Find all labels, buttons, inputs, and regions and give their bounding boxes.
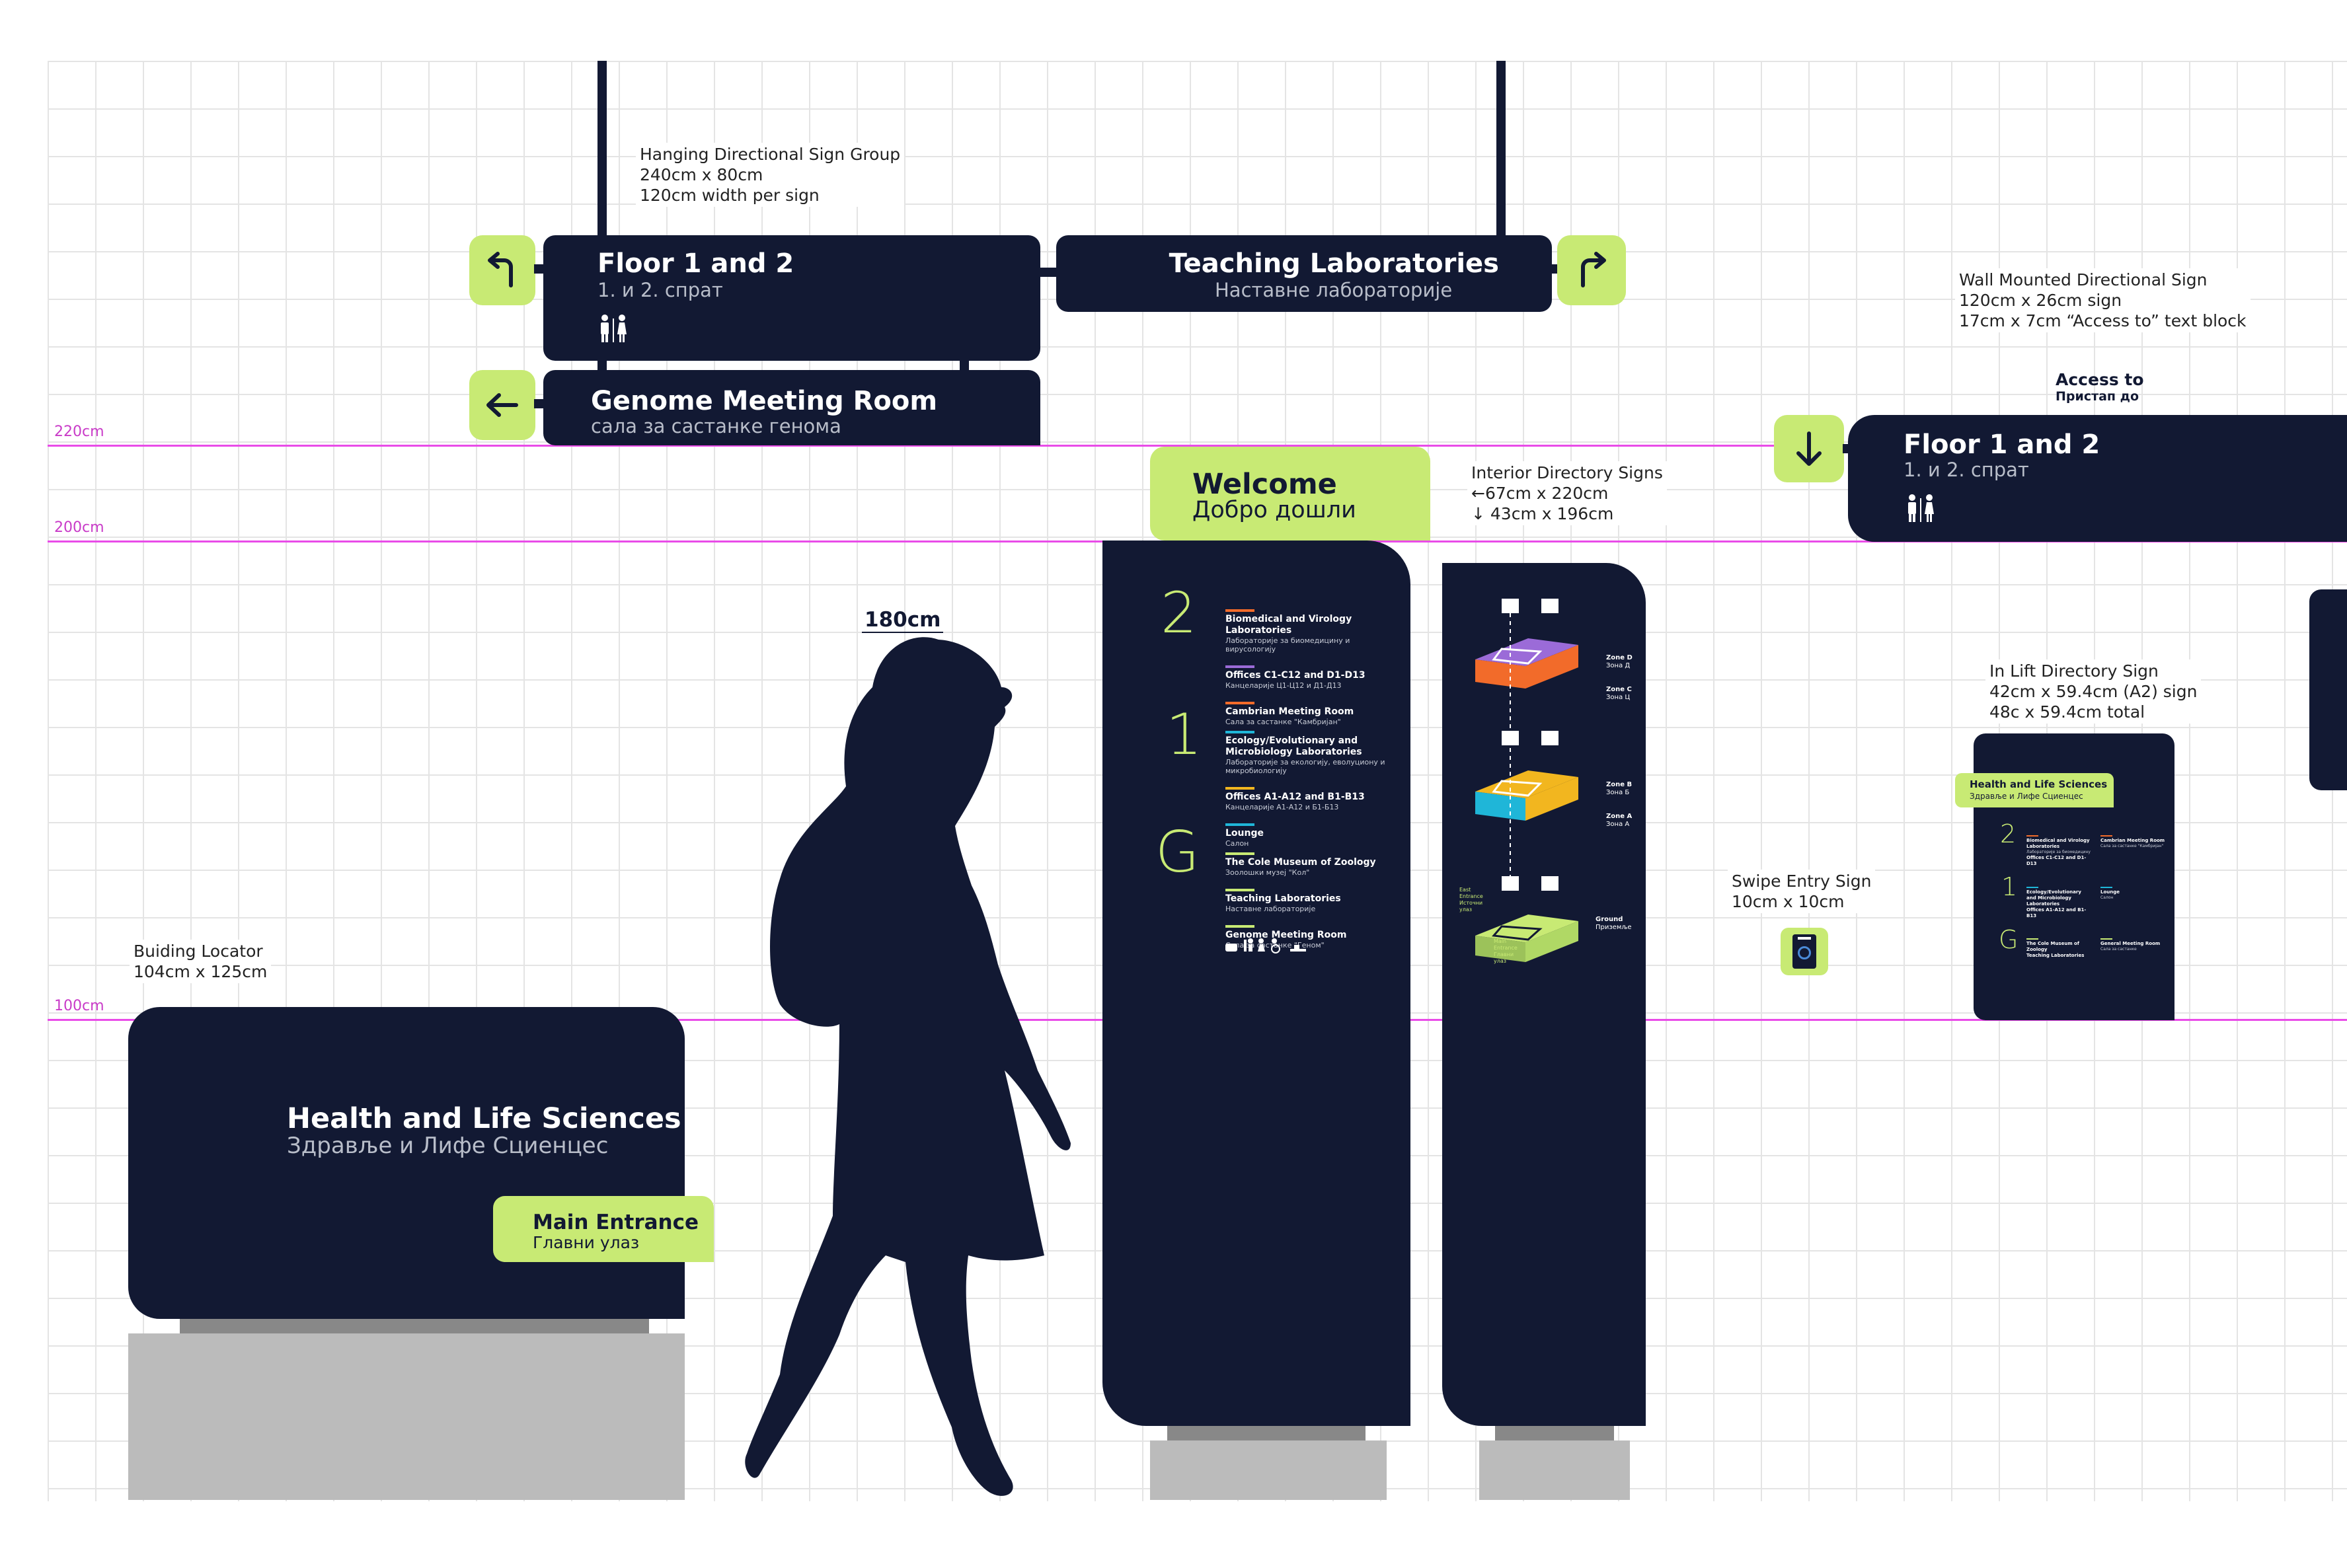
person-height-label: 180cm bbox=[862, 608, 944, 633]
teaching-title: Teaching Laboratories bbox=[1169, 248, 1499, 279]
locator-base-plinth bbox=[180, 1319, 649, 1333]
level-line-220 bbox=[48, 445, 2347, 447]
main-entrance-title: Main Entrance bbox=[533, 1211, 699, 1234]
teaching-laboratories-hanging-sign: Teaching Laboratories Наставне лаборатор… bbox=[1056, 235, 1552, 312]
floor-number-2: 2 bbox=[1161, 580, 1197, 646]
main-entrance-tag: Main Entrance Главни улаз bbox=[493, 1196, 714, 1262]
wall-mounted-directional-sign: Floor 1 and 2 1. и 2. спрат bbox=[1848, 415, 2347, 542]
floor-number-g: G bbox=[1155, 819, 1200, 885]
restroom-icon bbox=[601, 315, 627, 342]
level-label-200: 200cm bbox=[54, 519, 104, 536]
lift-sign-annotation: In Lift Directory Sign 42cm x 59.4cm (A2… bbox=[1985, 659, 2202, 724]
directory-floor-1-list: Ecology/Evolutionary and Microbiology La… bbox=[1225, 731, 1391, 860]
person-silhouette bbox=[745, 637, 1071, 1496]
partial-sign-right-edge bbox=[2309, 589, 2347, 790]
locator-subtitle: Здравље и Лифе Сциенцес bbox=[287, 1133, 609, 1159]
welcome-title: Welcome bbox=[1192, 468, 1337, 501]
level-label-220: 220cm bbox=[54, 424, 104, 440]
access-to-text-block: Access to Пристап до bbox=[2056, 370, 2144, 404]
map-sign-base-block bbox=[1479, 1440, 1630, 1500]
genome-meeting-room-hanging-sign: Genome Meeting Room сала за састанке ген… bbox=[543, 370, 1040, 445]
card-reader-icon bbox=[1792, 934, 1816, 969]
genome-subtitle: сала за састанке генома bbox=[591, 415, 841, 437]
teaching-subtitle: Наставне лабораторије bbox=[1215, 279, 1453, 301]
lift-sign-header-tag: Health and Life Sciences Здравље и Лифе … bbox=[1955, 773, 2114, 807]
welcome-subtitle: Добро дошли bbox=[1192, 497, 1356, 523]
building-locator-sign: Health and Life Sciences Здравље и Лифе … bbox=[128, 1007, 685, 1319]
sign-connector-lower-left bbox=[597, 357, 607, 373]
lift-floor-g: G bbox=[1999, 925, 2019, 954]
floor-1-and-2-hanging-sign: Floor 1 and 2 1. и 2. спрат bbox=[543, 235, 1040, 361]
sign-connector-lower-right bbox=[960, 357, 969, 373]
lift-floor-1: 1 bbox=[2001, 872, 2018, 901]
directory-base-block bbox=[1150, 1440, 1387, 1500]
amenities-icons bbox=[1225, 938, 1306, 953]
hanging-pole-left bbox=[597, 61, 607, 239]
wall-sign-title: Floor 1 and 2 bbox=[1904, 429, 2100, 460]
main-entrance-subtitle: Главни улаз bbox=[533, 1233, 640, 1252]
arrow-tab-connector-lower bbox=[534, 399, 546, 408]
level-label-100: 100cm bbox=[54, 998, 104, 1014]
interior-directory-sign-large: 2 1 G Biomedical and Virology Laboratori… bbox=[1102, 541, 1410, 1426]
interior-directory-annotation: Interior Directory Signs ←67cm x 220cm ↓… bbox=[1467, 461, 1667, 525]
hanging-sign-annotation: Hanging Directional Sign Group 240cm x 8… bbox=[636, 143, 905, 207]
lift-floor-2: 2 bbox=[2000, 819, 2017, 848]
floor-12-subtitle: 1. и 2. спрат bbox=[597, 279, 723, 301]
down-arrow-icon bbox=[1774, 415, 1844, 482]
turn-right-arrow-icon bbox=[1557, 235, 1626, 305]
turn-left-arrow-icon bbox=[469, 235, 535, 305]
left-arrow-icon bbox=[469, 370, 535, 440]
locator-title: Health and Life Sciences bbox=[287, 1102, 681, 1135]
locator-base-block bbox=[128, 1333, 685, 1500]
swipe-entry-sign bbox=[1781, 928, 1828, 975]
hanging-pole-right bbox=[1496, 61, 1506, 239]
restroom-icon bbox=[1908, 494, 1934, 522]
directory-base-plinth bbox=[1167, 1426, 1366, 1440]
building-locator-annotation: Buiding Locator 104cm x 125cm bbox=[130, 940, 272, 983]
arrow-tab-connector bbox=[534, 264, 546, 274]
lift-floor-1-left: Ecology/Evolutionary and Microbiology La… bbox=[2026, 887, 2093, 919]
arrow-tab-connector-right bbox=[1551, 264, 1558, 274]
wall-sign-subtitle: 1. и 2. спрат bbox=[1904, 459, 2029, 481]
sign-connector bbox=[1036, 268, 1058, 277]
map-sign-base-plinth bbox=[1495, 1426, 1614, 1440]
wall-sign-annotation: Wall Mounted Directional Sign 120cm x 26… bbox=[1955, 268, 2251, 332]
genome-title: Genome Meeting Room bbox=[591, 386, 938, 416]
floor-number-1: 1 bbox=[1166, 702, 1202, 768]
floor-12-title: Floor 1 and 2 bbox=[597, 248, 794, 279]
building-3d-map bbox=[1475, 599, 1578, 962]
swipe-entry-annotation: Swipe Entry Sign 10cm x 10cm bbox=[1728, 870, 1876, 913]
welcome-header: Welcome Добро дошли bbox=[1150, 447, 1430, 541]
